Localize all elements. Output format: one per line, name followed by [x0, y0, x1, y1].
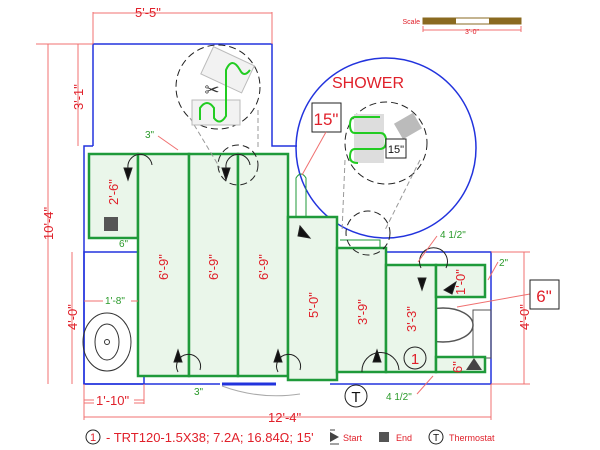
shower-spacing-callout: 15" — [314, 110, 339, 129]
direction-arrows — [123, 153, 457, 373]
start-icon — [330, 432, 339, 442]
dim-total-height: 10'-4" — [41, 206, 56, 240]
strip-label: 6'-9" — [156, 254, 171, 280]
strip-label: 6'-9" — [206, 254, 221, 280]
dim-vanity: 1'-10" — [96, 393, 130, 408]
strip-label: 6'-9" — [256, 254, 271, 280]
legend-thermostat-symbol: T — [433, 433, 439, 444]
dim-top-height: 3'-1" — [71, 84, 86, 110]
cable-marker: 1 — [411, 351, 419, 368]
shower-detail-circle — [295, 57, 477, 239]
shower-detail-spacing: 15" — [388, 144, 404, 156]
scale-length: 3'-0" — [465, 29, 479, 36]
strip-label: 6" — [450, 361, 465, 373]
dim-gap-left: 6" — [119, 239, 129, 250]
cut-detail: ✂ — [191, 46, 255, 126]
thermostat-symbol: T — [351, 389, 360, 406]
legend-end: End — [396, 433, 412, 443]
legend: 1 - TRT120-1.5X38; 7.2A; 16.84Ω; 15' Sta… — [85, 429, 495, 445]
legend-start: Start — [343, 433, 363, 443]
end-marker — [104, 217, 118, 231]
dim-gap-right-bottom: 4 1/2" — [386, 392, 412, 403]
start-marker — [466, 358, 482, 370]
scissors-icon: ✂ — [204, 80, 219, 100]
strip-label: 2'-6" — [106, 179, 121, 205]
strip-labels: 2'-6" 6'-9" 6'-9" 6'-9" 5'-0" 3'-9" 3'-3… — [106, 179, 468, 373]
thermostat-legend-icon — [428, 429, 444, 445]
detail-callouts — [175, 44, 428, 256]
dim-right-lower: 4'-0" — [517, 304, 532, 330]
legend-cable-spec: - TRT120-1.5X38; 7.2A; 16.84Ω; 15' — [106, 430, 314, 445]
dim-gap-top: 3" — [145, 130, 155, 141]
heating-strips — [87, 152, 487, 382]
shower-label: SHOWER — [332, 75, 404, 92]
scale-bar: Scale 3'-0" — [402, 17, 522, 36]
dim-gap-bottom: 3" — [194, 387, 204, 398]
strip-label: 3'-9" — [355, 299, 370, 325]
dim-top-width: 5'-5" — [135, 5, 161, 20]
thermostat-icon — [344, 384, 368, 408]
strip-label: 5'-0" — [306, 292, 321, 318]
dim-gap-toilet: 2" — [499, 258, 509, 269]
legend-thermostat: Thermostat — [449, 433, 495, 443]
strip-label: 1'-0" — [453, 269, 468, 295]
dim-sink: 1'-8" — [105, 296, 125, 307]
legend-cable-id: 1 — [90, 432, 96, 444]
dim-toilet-clearance: 6" — [536, 287, 552, 306]
sink — [82, 312, 132, 372]
end-icon — [379, 432, 389, 442]
dim-total-width: 12'-4" — [268, 410, 302, 425]
dim-gap-right-top: 4 1/2" — [440, 230, 466, 241]
dimensions: 5'-5" 3'-1" 10'-4" 4'-0" 4'-0" 12'-4" 1'… — [36, 5, 560, 425]
dim-left-lower: 4'-0" — [65, 304, 80, 330]
strip-label: 3'-3" — [404, 306, 419, 332]
scale-label: Scale — [402, 19, 420, 26]
